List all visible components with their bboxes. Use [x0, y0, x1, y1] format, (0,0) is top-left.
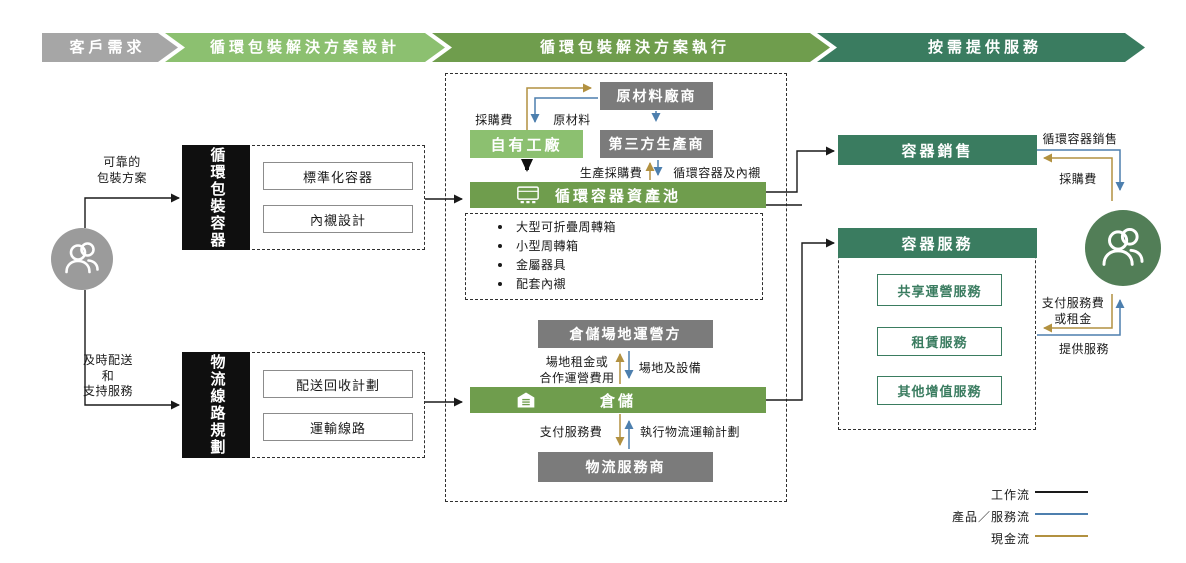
stage-label-solution-design: 循環包裝解決方案設計: [209, 40, 400, 56]
flow-customer-to-design-container: [84, 193, 180, 228]
stage-label-solution-execution: 循環包裝解決方案執行: [539, 40, 730, 56]
asset-pool-bar: 循環容器資產池: [470, 182, 766, 208]
container-service-box: 容器服務: [838, 228, 1037, 258]
pool-item-label: 金屬器具: [516, 258, 567, 272]
design-block-title-text: 循環包裝容器: [208, 146, 225, 249]
standardized-container-box: 標準化容器: [263, 162, 413, 190]
site-rent-label: 場地租金或 合作運營費用: [539, 355, 615, 385]
procurement-fee-right-label: 採購費: [1059, 172, 1097, 186]
own-factory-box: 自有工廠: [470, 130, 583, 158]
stage-label-customer-needs: 客戶需求: [69, 40, 146, 56]
pay-fee-or-rent-label: 支付服務費 或租金: [1041, 296, 1105, 326]
asset-pool-item-list: 大型可折疊周轉箱 小型周轉箱 金屬器具 配套內襯: [498, 217, 738, 293]
list-item: 配套內襯: [498, 274, 738, 293]
raw-materials-label: 原材料: [553, 113, 591, 127]
other-value-added-service-box: 其他增值服務: [877, 376, 1002, 405]
logistics-provider-box: 物流服務商: [538, 452, 713, 482]
container-sales-flow-label: 循環容器銷售: [1042, 132, 1118, 146]
warehouse-operator-box: 倉儲場地運營方: [538, 320, 713, 348]
shared-operation-service-box: 共享運營服務: [877, 274, 1002, 306]
pay-service-fee-label: 支付服務費: [539, 425, 603, 439]
timely-delivery-label: 及時配送 和 支持服務: [82, 353, 133, 399]
liner-design-box: 內襯設計: [263, 205, 413, 233]
transport-plan-label: 執行物流運輸計劃: [639, 425, 740, 439]
list-item: 金屬器具: [498, 255, 738, 274]
customer-avatar-left: [51, 228, 113, 290]
containers-liners-label: 循環容器及內襯: [673, 166, 761, 180]
bullet-icon: [498, 262, 502, 267]
transport-route-box: 運輸線路: [263, 413, 413, 441]
procurement-fee-label: 採購費: [475, 113, 513, 127]
design-block-title: 循環包裝容器: [182, 145, 250, 250]
third-party-producer-box: 第三方生產商: [600, 130, 713, 158]
logistics-block-title-text: 物流線路規劃: [208, 354, 225, 456]
bullet-icon: [498, 224, 502, 229]
container-sales-box: 容器銷售: [838, 135, 1037, 165]
asset-pool-items-dashed-box: [465, 213, 763, 300]
container-icon: [516, 185, 540, 206]
asset-pool-title: 循環容器資產池: [554, 188, 681, 205]
list-item: 小型周轉箱: [498, 236, 738, 255]
list-item: 大型可折疊周轉箱: [498, 217, 738, 236]
warehouse-title: 倉儲: [599, 393, 636, 410]
legend-label-cash-flow: 現金流: [990, 532, 1030, 546]
bullet-icon: [498, 243, 502, 248]
stage-label-on-demand-services: 按需提供服務: [927, 40, 1042, 56]
raw-material-supplier-box: 原材料廠商: [600, 82, 713, 110]
site-equipment-label: 場地及設備: [638, 361, 702, 375]
legend-label-product-service-flow: 產品／服務流: [951, 510, 1030, 524]
warehouse-bar: 倉儲: [470, 387, 766, 413]
reliable-packaging-label: 可靠的 包裝方案: [96, 155, 147, 185]
warehouse-icon: [516, 391, 536, 410]
rental-service-box: 租賃服務: [877, 327, 1002, 356]
customers-icon: [1096, 219, 1150, 278]
production-fee-label: 生產採購費: [579, 166, 643, 180]
pool-item-label: 配套內襯: [516, 277, 567, 291]
pool-item-label: 小型周轉箱: [516, 239, 579, 253]
logistics-block-title: 物流線路規劃: [182, 352, 250, 458]
provide-service-label: 提供服務: [1058, 342, 1109, 356]
customers-icon: [60, 235, 104, 284]
customer-avatar-right: [1085, 210, 1161, 286]
legend-label-workflow: 工作流: [990, 488, 1030, 502]
pool-item-label: 大型可折疊周轉箱: [516, 220, 617, 234]
bullet-icon: [498, 281, 502, 286]
delivery-recycling-plan-box: 配送回收計劃: [263, 370, 413, 398]
